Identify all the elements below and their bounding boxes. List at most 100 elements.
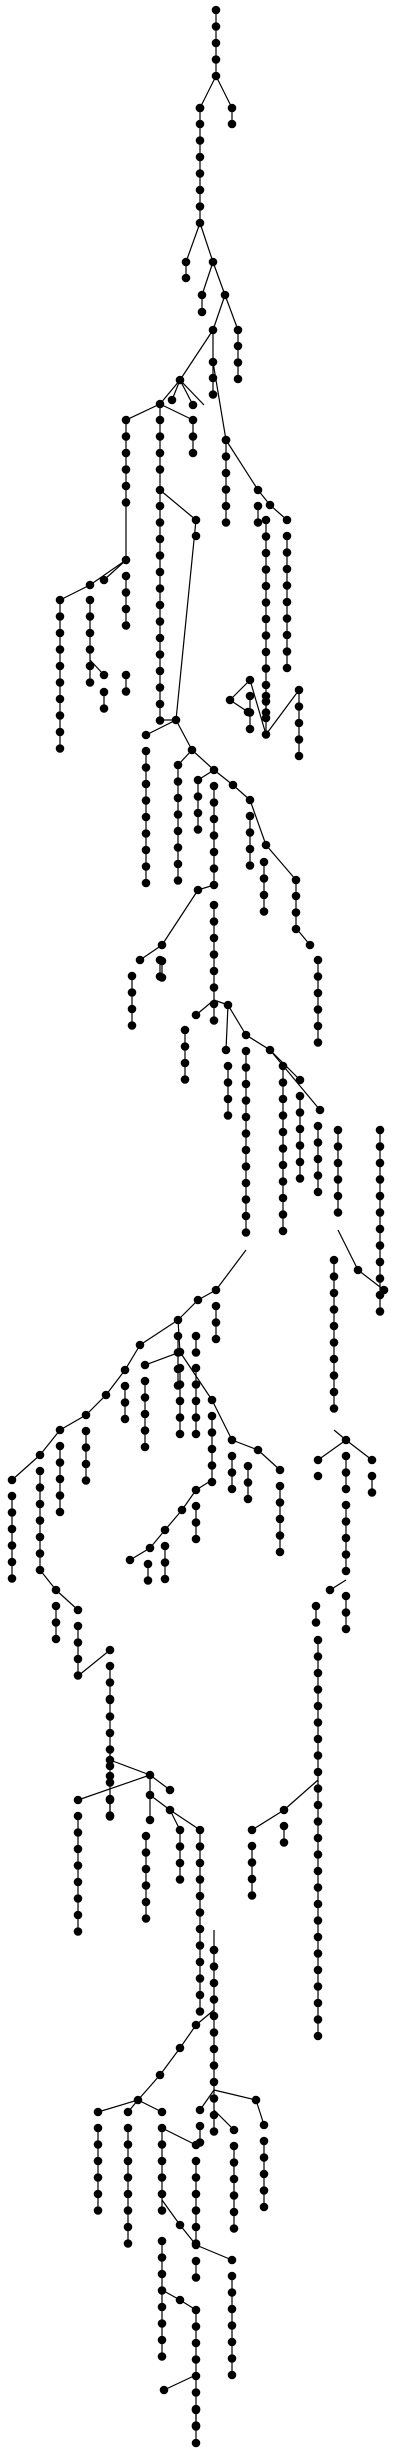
tree-edge xyxy=(177,1299,199,1321)
tree-edge xyxy=(251,1809,285,1831)
tree-node xyxy=(35,1532,45,1542)
tree-node xyxy=(141,1864,151,1874)
tree-node xyxy=(191,2355,201,2364)
tree-node xyxy=(259,2186,269,2195)
tree-node xyxy=(55,645,65,654)
tree-node xyxy=(241,1030,251,1040)
tree-node xyxy=(73,1671,83,1680)
tree-edge xyxy=(163,2374,197,2391)
tree-node xyxy=(209,1016,219,1025)
tree-node xyxy=(313,2031,323,2041)
tree-node xyxy=(229,2125,239,2135)
tree-node xyxy=(375,1158,385,1168)
tree-node xyxy=(278,1127,288,1137)
tree-node xyxy=(123,2107,133,2117)
tree-node xyxy=(375,1125,385,1135)
tree-node xyxy=(93,2156,103,2166)
tree-node xyxy=(73,1844,83,1854)
tree-node xyxy=(101,1390,111,1400)
tree-node xyxy=(191,2240,201,2250)
tree-edge xyxy=(211,1399,233,1441)
tree-node xyxy=(261,840,271,850)
tree-node xyxy=(243,1478,253,1487)
tree-node xyxy=(241,1063,251,1072)
tree-node xyxy=(195,1941,205,1950)
tree-node xyxy=(329,1354,339,1364)
tree-node xyxy=(209,1945,219,1955)
tree-node xyxy=(375,1142,385,1151)
tree-node xyxy=(223,1094,233,1104)
tree-node xyxy=(175,2295,185,2305)
tree-node xyxy=(291,908,301,917)
tree-node xyxy=(93,2206,103,2215)
tree-node xyxy=(191,1413,201,1422)
tree-node xyxy=(175,2220,185,2230)
tree-node xyxy=(241,1096,251,1105)
tree-node xyxy=(227,2271,237,2281)
tree-node xyxy=(191,2371,201,2381)
tree-edge xyxy=(199,222,214,263)
tree-node xyxy=(282,597,292,607)
tree-node xyxy=(259,2120,269,2130)
tree-node xyxy=(329,1255,339,1265)
tree-node xyxy=(253,501,263,511)
tree-node xyxy=(157,2319,167,2328)
tree-node xyxy=(243,1494,253,1504)
tree-node xyxy=(180,1025,190,1035)
tree-node xyxy=(223,1000,233,1010)
tree-node xyxy=(141,829,151,838)
tree-edge xyxy=(97,2099,139,2113)
tree-node xyxy=(259,2153,269,2162)
tree-node xyxy=(191,2305,201,2315)
tree-edge xyxy=(179,2024,197,2049)
tree-node xyxy=(375,1175,385,1184)
tree-node xyxy=(295,1157,305,1167)
tree-node xyxy=(241,1145,251,1155)
tree-edge xyxy=(201,261,214,296)
tree-node xyxy=(241,1079,251,1089)
tree-node xyxy=(155,518,165,527)
tree-node xyxy=(197,290,207,300)
tree-node xyxy=(175,1429,185,1439)
tree-edge xyxy=(179,1351,213,1401)
tree-node xyxy=(275,1498,285,1507)
tree-node xyxy=(173,810,183,819)
tree-node xyxy=(191,2222,201,2232)
tree-node xyxy=(261,708,271,717)
tree-node xyxy=(315,1105,325,1115)
tree-node xyxy=(291,891,301,901)
tree-node xyxy=(294,751,304,761)
tree-edge xyxy=(231,1439,259,1451)
tree-node xyxy=(245,724,255,734)
tree-node xyxy=(209,1962,219,1971)
tree-node xyxy=(195,2007,205,2016)
tree-node xyxy=(261,631,271,640)
tree-node xyxy=(140,1376,150,1386)
tree-node xyxy=(313,1916,323,1925)
tree-node xyxy=(123,2222,133,2232)
tree-node xyxy=(245,861,255,870)
tree-edge xyxy=(159,489,197,521)
tree-node xyxy=(121,465,131,474)
tree-node xyxy=(175,1858,185,1868)
tree-edge xyxy=(55,1589,79,1611)
tree-node xyxy=(233,325,243,335)
tree-node xyxy=(325,1585,335,1595)
tree-edge xyxy=(124,1344,141,1371)
tree-node xyxy=(81,1459,91,1469)
tree-node xyxy=(259,907,269,916)
tree-node xyxy=(227,2354,237,2363)
tree-node xyxy=(141,1914,151,1923)
tree-node xyxy=(341,1468,351,1477)
tree-node xyxy=(341,1566,351,1576)
tree-edge xyxy=(59,1414,87,1431)
tree-node xyxy=(209,1995,219,2004)
tree-node xyxy=(245,828,255,837)
tree-node xyxy=(191,1534,201,1544)
tree-node xyxy=(329,1371,339,1380)
tree-node xyxy=(85,612,95,621)
tree-node xyxy=(93,2123,103,2133)
tree-node xyxy=(51,1601,61,1611)
tree-node xyxy=(211,1334,221,1344)
tree-node xyxy=(121,604,131,614)
